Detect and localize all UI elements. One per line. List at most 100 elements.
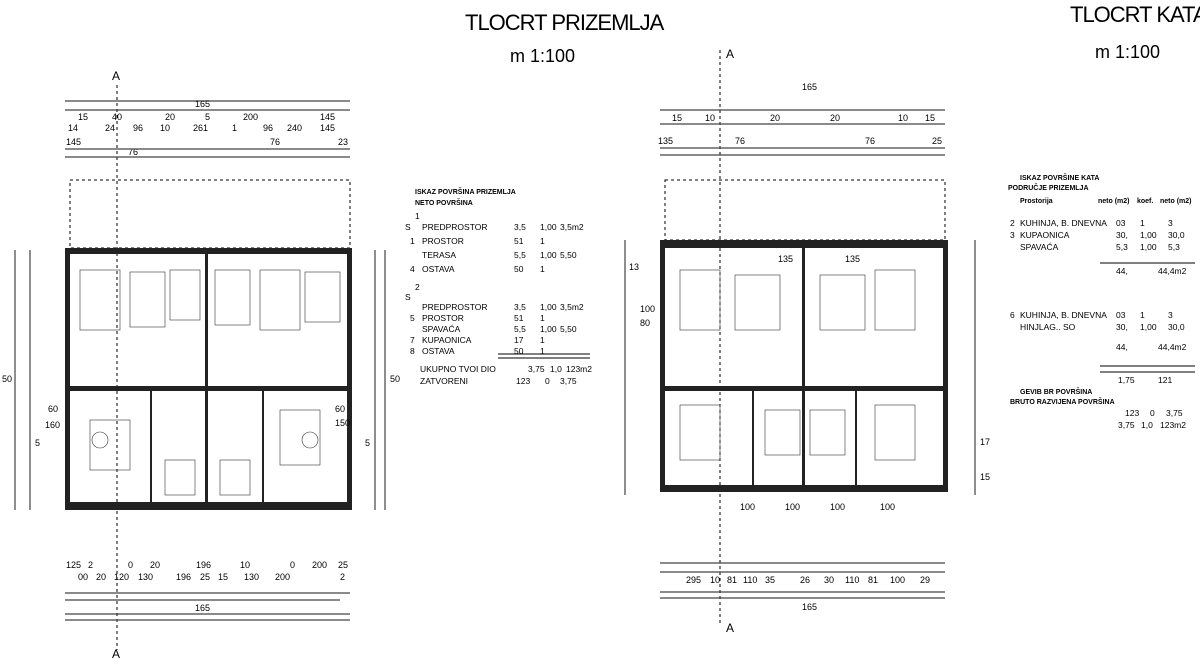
table-cell-no: 7 — [410, 335, 415, 345]
table-cell-a: 03 — [1116, 218, 1126, 228]
table-cell-k: 1,00 — [540, 302, 557, 312]
table-cell-a: 30, — [1116, 322, 1128, 332]
drawing-label: 196 — [196, 560, 211, 570]
drawing-label: 15 — [980, 472, 990, 482]
drawing-label: 3,75 — [560, 376, 577, 386]
drawing-label: 23 — [338, 137, 348, 147]
drawing-label: 121 — [1158, 375, 1172, 385]
dimension-row: 125 2 0 20 196 10 0 200 25 00 20 120 130… — [66, 560, 348, 582]
drawing-label: 29 — [920, 575, 930, 585]
drawing-label: 165 — [802, 82, 817, 92]
drawing-label: 5 — [365, 438, 370, 448]
table-cell-a: 17 — [514, 335, 524, 345]
drawing-line — [91, 431, 109, 449]
drawing-label: ZATVORENI — [420, 376, 468, 386]
drawing-label: 20 — [165, 112, 175, 122]
drawing-label: 44,4m2 — [1158, 266, 1187, 276]
drawing-label: 240 — [287, 123, 302, 133]
drawing-label: 20 — [830, 113, 840, 123]
table-cell-no: 8 — [410, 346, 415, 356]
drawing-label: 24 — [105, 123, 115, 133]
drawing-label: 100 — [785, 502, 800, 512]
table-cell-k: 1 — [540, 313, 545, 323]
drawing-label: 196 — [176, 572, 191, 582]
drawing-line — [874, 269, 916, 331]
drawing-label: 2 — [415, 282, 420, 292]
drawing-label: 10 — [160, 123, 170, 133]
drawing-label: 150 — [335, 418, 350, 428]
drawing-label: 0 — [128, 560, 133, 570]
drawing-line — [89, 419, 131, 471]
drawing-label: 120 — [114, 572, 129, 582]
dimension-label: 165 — [195, 99, 210, 109]
table-cell-n: 5,50 — [560, 250, 577, 260]
drawing-label: 3,75 — [528, 364, 545, 374]
drawing-label: 76 — [735, 136, 745, 146]
interior-wall — [205, 254, 208, 386]
drawing-label: 1,0 — [1141, 420, 1153, 430]
drawing-label: neto (m2) — [1098, 198, 1130, 205]
table-cell-k: 1,00 — [1140, 322, 1157, 332]
left-area-table-group2: 2 S — [405, 282, 420, 302]
right-floor-plan: A A 165 15 10 20 20 10 15 135 76 76 25 1… — [624, 47, 990, 635]
table-cell-no: 3 — [1010, 230, 1015, 240]
drawing-label: 100 — [640, 304, 655, 314]
drawing-label: 200 — [275, 572, 290, 582]
table-cell-k: 1,00 — [1140, 242, 1157, 252]
drawing-label: 3,75 — [1118, 420, 1135, 430]
table-cell-name: OSTAVA — [422, 346, 455, 356]
table-cell-a: 5,3 — [1116, 242, 1128, 252]
interior-wall — [752, 391, 754, 485]
drawing-label: 13 — [629, 262, 639, 272]
drawing-label: 96 — [263, 123, 273, 133]
left-plan-title: TLOCRT PRIZEMLJA — [465, 10, 665, 35]
table-cell-k: 1 — [1140, 310, 1145, 320]
drawing-label: 130 — [244, 572, 259, 582]
exterior-wall — [943, 240, 948, 492]
table-cell-name: PROSTOR — [422, 236, 464, 246]
drawing-label: 261 — [193, 123, 208, 133]
drawing-label: 96 — [133, 123, 143, 133]
drawing-line — [259, 269, 301, 331]
right-area-table: ISKAZ POVRŠINE KATA PODRUČJE PRIZEMLJA P… — [1008, 173, 1192, 205]
drawing-label: 1,75 — [1118, 375, 1135, 385]
table-cell-name: PREDPROSTOR — [422, 302, 488, 312]
table-cell-a: 3,5 — [514, 302, 526, 312]
drawing-line — [679, 269, 721, 331]
drawing-label: 20 — [96, 572, 106, 582]
drawing-label: BRUTO RAZVIJENA POVRŠINA — [1010, 397, 1115, 406]
drawing-label: 26 — [800, 575, 810, 585]
drawing-line — [679, 404, 721, 461]
drawing-label: 2 — [340, 572, 345, 582]
drawing-label: koef. — [1137, 198, 1153, 205]
interior-wall — [150, 391, 152, 502]
drawing-label: 5 — [205, 112, 210, 122]
table-cell-n: 3,5m2 — [560, 222, 584, 232]
drawing-label: 15 — [78, 112, 88, 122]
table-cell-a: 5,5 — [514, 324, 526, 334]
drawing-label: 81 — [868, 575, 878, 585]
table-cell-no: 1 — [410, 236, 415, 246]
table-cell-a: 50 — [514, 346, 524, 356]
exterior-wall — [660, 240, 948, 248]
table-cell-n: 30,0 — [1168, 230, 1185, 240]
drawing-label: 100 — [880, 502, 895, 512]
drawing-line — [214, 269, 251, 326]
table-cell-k: 1 — [540, 264, 545, 274]
exterior-wall — [660, 240, 665, 492]
drawing-line — [164, 459, 196, 496]
drawing-label: 1 — [415, 211, 420, 221]
drawing-label: UKUPNO TVOI DIO — [420, 364, 496, 374]
table-cell-n: 5,3 — [1168, 242, 1180, 252]
table-cell-k: 1 — [540, 236, 545, 246]
drawing-label: S — [405, 222, 411, 232]
left-plan-scale: m 1:100 — [510, 46, 575, 66]
table-cell-n: 5,50 — [560, 324, 577, 334]
table-cell-n: 30,0 — [1168, 322, 1185, 332]
table-cell-k: 1,00 — [540, 222, 557, 232]
